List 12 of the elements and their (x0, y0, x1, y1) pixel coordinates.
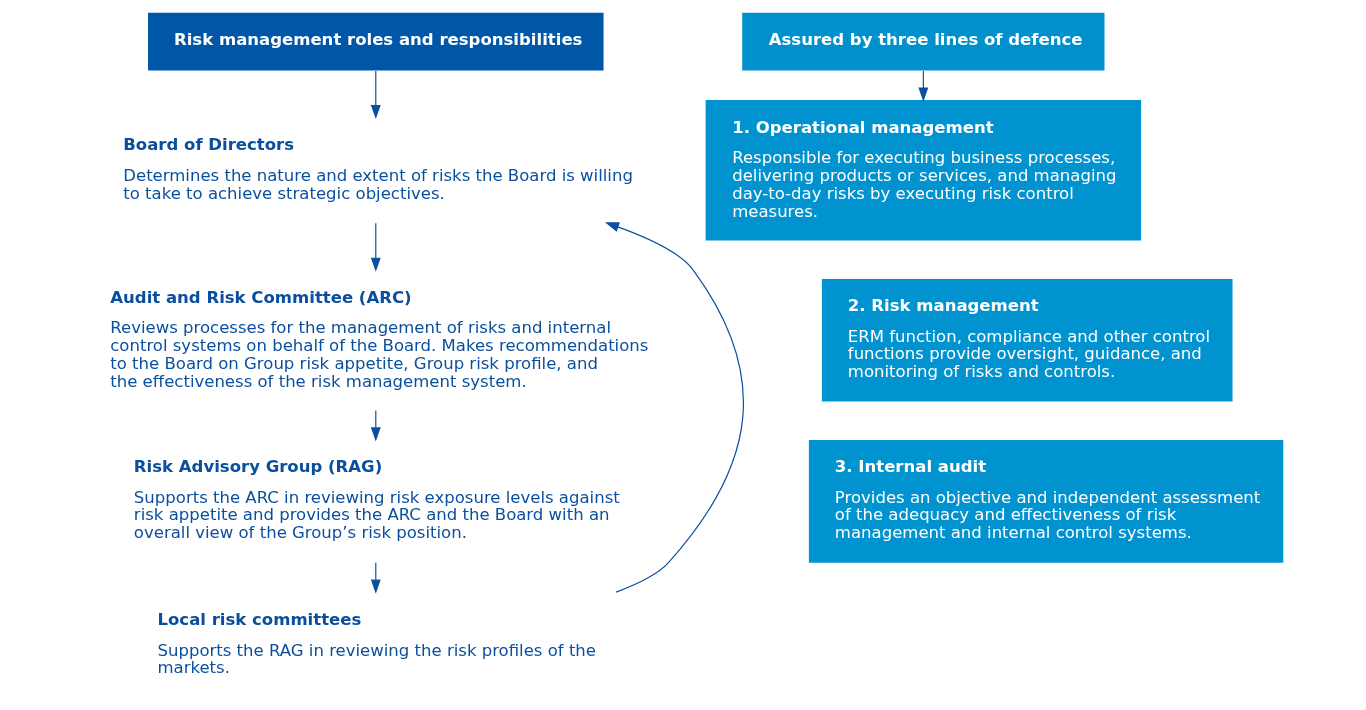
node-box: 3. Internal audit Provides an objective and independent assessment of the adequacy and effectiveness of risk management and internal control systems. (808, 439, 1283, 563)
node-text: Board of Directors Determines the nature and extent of risks the Board is willing to take to achieve strategic objectives. (122, 135, 633, 203)
arrow (370, 222, 381, 272)
node-box: Assured by three lines of defence (741, 12, 1104, 71)
node-box: Risk management roles and responsibilities (147, 12, 604, 71)
node-text: Audit and Risk Committee (ARC) Reviews processes for the management of risks and internal control systems on behalf of the Board. Makes recommendations to the Board on Group risk appetite, Group risk profile, and the effectiveness of the risk management system. (109, 287, 648, 391)
node-box: 2. Risk management ERM function, compliance and other control functions provide oversight, guidance, and monitoring of risks and controls. (821, 278, 1233, 402)
node-box: 1. Operational management Responsible for executing business processes, delivering products or services, and managing day-to-day risks by executing risk control measures. (705, 100, 1141, 241)
node-text: Risk Advisory Group (RAG) Supports the ARC in reviewing risk exposure levels against risk appetite and provides the ARC and the Board with an overall view of the Group’s risk position. (133, 457, 620, 543)
arrow (604, 222, 744, 593)
node-text: Local risk committees Supports the RAG in reviewing the risk profiles of the markets. (156, 609, 596, 678)
arrow (370, 70, 381, 120)
